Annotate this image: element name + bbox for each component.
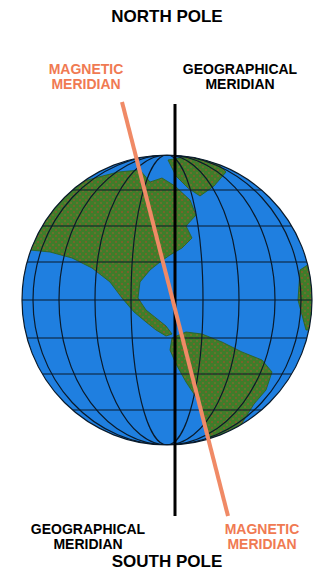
- meridian-label: MAGNETIC MERIDIAN: [16, 62, 156, 91]
- globe-ocean: [22, 155, 312, 445]
- meridian-label: MAGNETIC MERIDIAN: [192, 522, 332, 551]
- pole-label: SOUTH POLE: [67, 553, 267, 571]
- magnetic-meridian-line: [122, 102, 228, 516]
- meridian-label: GEOGRAPHICAL MERIDIAN: [18, 522, 158, 551]
- pole-label: NORTH POLE: [67, 8, 267, 26]
- globe-outline: [22, 155, 312, 445]
- meridian-label: GEOGRAPHICAL MERIDIAN: [170, 62, 310, 91]
- north-america: [30, 170, 196, 336]
- grid-lines: [22, 155, 312, 445]
